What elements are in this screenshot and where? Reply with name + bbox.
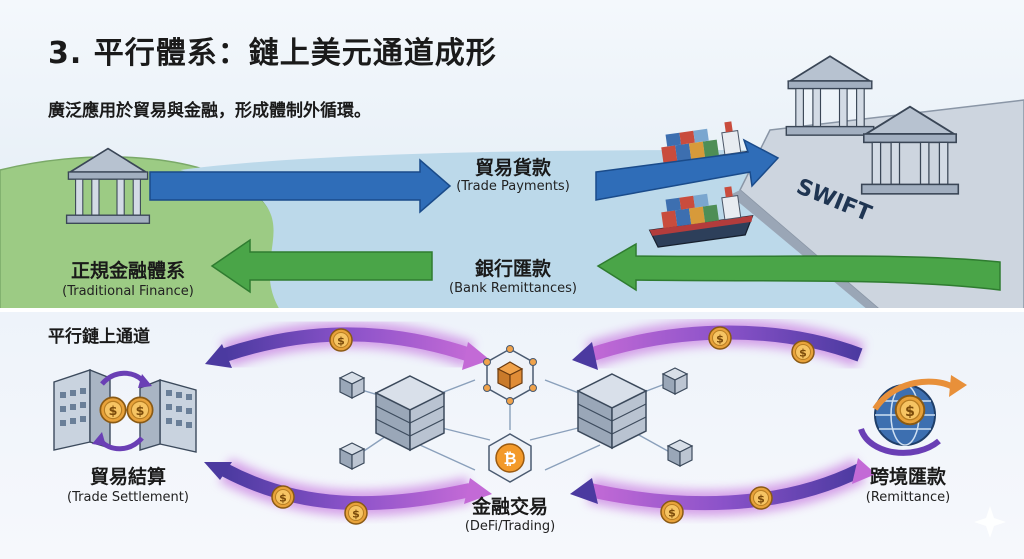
page-subtitle: 廣泛應用於貿易與金融，形成體制外循環。 [48, 101, 371, 121]
sparkle-icon [974, 506, 1006, 538]
trade-payments-arrow-left [149, 158, 452, 214]
bank-remittances-label: 銀行匯款 [474, 258, 551, 280]
trade-payments-sublabel: (Trade Payments) [456, 179, 570, 194]
bitcoin-coin-icon: ₿ [488, 433, 532, 483]
defi-sublabel: (DeFi/Trading) [464, 519, 556, 534]
page-title: 3. 平行體系：鏈上美元通道成形 [48, 36, 497, 71]
dollar-coin-icon [329, 328, 353, 352]
bank-remittances-arrow-left [210, 238, 433, 294]
dollar-coin-icon [126, 396, 154, 424]
section-divider [0, 308, 1024, 312]
server-stack-icon [375, 375, 445, 451]
node-cube-icon [339, 442, 365, 470]
dollar-coin-icon [99, 396, 127, 424]
trade-settlement-label: 貿易結算 [89, 466, 166, 488]
server-stack-icon [577, 373, 647, 449]
node-cube-icon [667, 439, 693, 467]
bank-remittances-arrow-right [596, 242, 1001, 292]
remittance-sublabel: (Remittance) [865, 490, 951, 505]
trade-payments-arrow-right [595, 138, 780, 201]
trade-payments-label: 貿易貨款 [474, 157, 551, 179]
tradfi-label: 正規金融體系 [70, 260, 185, 282]
trade-settlement-sublabel: (Trade Settlement) [67, 490, 189, 505]
dollar-coin-icon [271, 485, 295, 509]
tradfi-sublabel: (Traditional Finance) [62, 284, 194, 299]
defi-label: 金融交易 [471, 496, 548, 518]
dollar-coin-icon [791, 340, 815, 364]
parallel-channel-title: 平行鏈上通道 [48, 327, 150, 347]
hub-node-icon [483, 345, 537, 405]
bank-remittances-sublabel: (Bank Remittances) [449, 281, 577, 296]
dollar-coin-icon [344, 501, 368, 525]
dollar-coin-icon [894, 394, 926, 426]
dollar-coin-icon [749, 486, 773, 510]
node-cube-icon [339, 371, 365, 399]
dollar-coin-icon [708, 326, 732, 350]
node-cube-icon [662, 367, 688, 395]
dollar-coin-icon [660, 500, 684, 524]
remittance-label: 跨境匯款 [869, 466, 946, 488]
bitcoin-symbol: ₿ [503, 449, 516, 468]
